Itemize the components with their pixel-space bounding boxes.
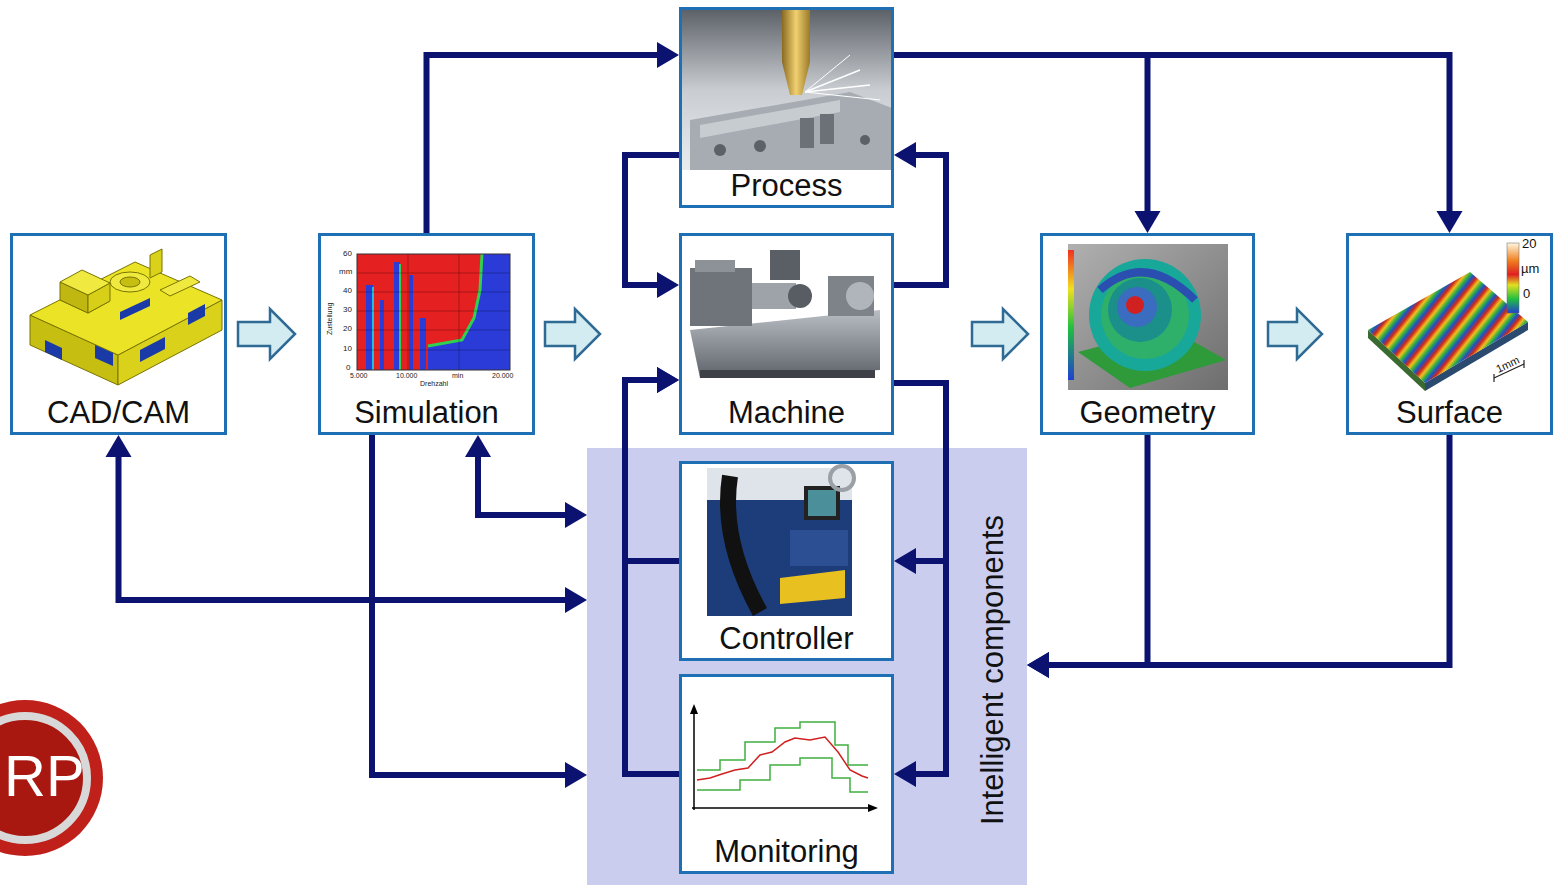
box-label: Surface [1396, 395, 1503, 431]
connector [625, 380, 679, 561]
axis-tick: 30 [343, 306, 352, 315]
box-label: Machine [728, 395, 845, 431]
surface-topography [1368, 243, 1528, 391]
scale-unit: µm [1521, 262, 1539, 276]
logo-text: RP [4, 744, 85, 808]
axis-title: Drehzahl [420, 380, 448, 388]
connector [478, 455, 567, 515]
milling-photo [682, 10, 892, 170]
arrow-head [465, 435, 491, 457]
axis-tick: 0 [346, 364, 350, 373]
band-title: Intelligent components [975, 515, 1011, 825]
scale-value: 0 [1523, 287, 1530, 301]
box-label: Simulation [354, 395, 499, 431]
box-label: Controller [719, 621, 853, 657]
flow-arrow [1268, 309, 1322, 359]
axis-tick: 10 [343, 345, 352, 354]
arrow-head [657, 42, 679, 68]
box-label: Monitoring [714, 834, 859, 870]
cad-part [30, 249, 222, 385]
arrow-head [657, 367, 679, 393]
flow-arrow [545, 309, 600, 359]
connector [894, 383, 946, 561]
scale-bar-label: 1mm [1494, 354, 1521, 375]
connector [894, 383, 946, 774]
axis-tick: 10.000 [396, 372, 417, 380]
simulation-box: Simulation [318, 233, 535, 435]
box-label: CAD/CAM [47, 395, 190, 431]
axis-tick: 60 [343, 250, 352, 259]
arrow-head [1027, 652, 1049, 678]
geometry-scan [1068, 244, 1228, 390]
axis-tick: 20 [343, 325, 352, 334]
cnc-controller [707, 466, 854, 616]
process-box: Process [679, 7, 894, 208]
stability-chart [357, 254, 510, 370]
connector [894, 55, 1148, 213]
axis-unit: mm [339, 268, 352, 277]
connector [625, 155, 679, 285]
arrow-head [1135, 211, 1161, 233]
arrow-head [565, 762, 587, 788]
monitoring-plot [690, 704, 878, 812]
arrow-head [1027, 652, 1049, 678]
cad-cam-box: CAD/CAM [10, 233, 227, 435]
connector [1047, 435, 1148, 665]
box-label: Geometry [1079, 395, 1215, 431]
axis-title: Zustellung [326, 303, 334, 335]
components-band: Intelligent components ControllerMonitori… [587, 448, 1027, 885]
arrow-head [565, 502, 587, 528]
connector [894, 55, 1450, 213]
axis-tick: 40 [343, 287, 352, 296]
connector [625, 380, 679, 774]
flow-arrow [238, 309, 295, 359]
machine-box: Machine [679, 233, 894, 435]
axis-tick: 5.000 [350, 372, 368, 380]
flow-arrow [972, 309, 1028, 359]
axis-unit: min [452, 372, 463, 380]
arrow-head [657, 272, 679, 298]
arrow-head [1437, 211, 1463, 233]
scale-value: 20 [1522, 237, 1536, 251]
axis-tick: 20.000 [492, 372, 513, 380]
connector [372, 435, 567, 775]
lathe-machine [690, 250, 880, 378]
arrow-head [565, 587, 587, 613]
controller-box: Controller [679, 461, 894, 661]
arrow-head [106, 435, 132, 457]
box-label: Process [731, 168, 843, 204]
arrow-head [894, 761, 916, 787]
arrow-head [894, 548, 916, 574]
arrow-head [657, 367, 679, 393]
connector [1047, 435, 1450, 665]
logo [0, 700, 103, 856]
connector [119, 455, 568, 600]
arrow-head [894, 142, 916, 168]
monitoring-box: Monitoring [679, 674, 894, 874]
connector [894, 155, 946, 285]
geometry-box: Geometry [1040, 233, 1255, 435]
